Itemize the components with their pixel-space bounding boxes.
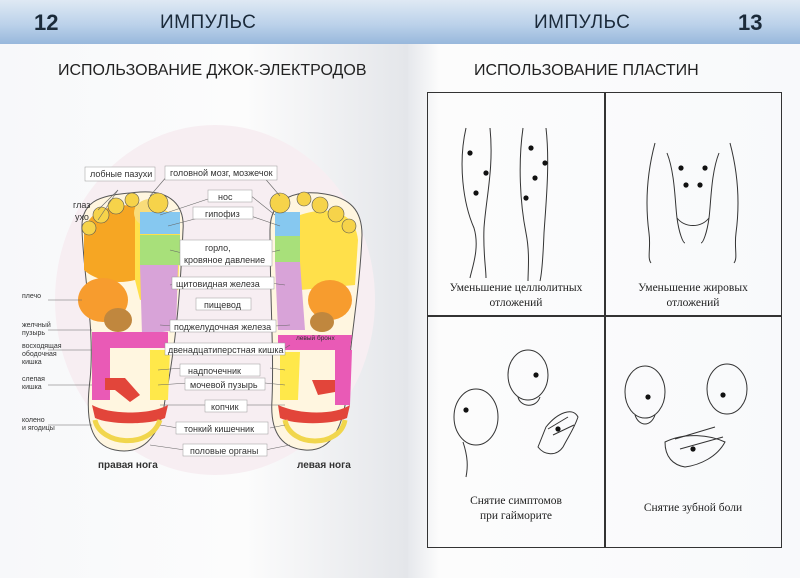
label-gallbladder-1: желчный: [22, 321, 51, 329]
sinus-illustration: [453, 349, 579, 478]
panel-fat: Уменьшение жировых отложений: [605, 93, 781, 315]
panel-toothache: Снятие зубной боли: [605, 317, 781, 547]
label-colon-3: кишка: [22, 359, 42, 366]
legs-illustration: [461, 127, 549, 282]
page-number: 13: [738, 10, 763, 35]
section-title: ИСПОЛЬЗОВАНИЕ ДЖОК-ЭЛЕКТРОДОВ: [58, 62, 367, 79]
label-shoulder: плечо: [22, 293, 41, 300]
panel-sinusitis: Снятие симптомов при гайморите: [428, 317, 604, 547]
label-duodenum: двенадцатиперстная кишка: [168, 345, 283, 355]
label-pancreas: поджелудочная железа: [174, 322, 271, 332]
label-cecum-2: кишка: [22, 384, 42, 391]
label-thyroid: щитовидная железа: [176, 279, 260, 289]
label-ear: ухо: [75, 212, 89, 222]
label-colon-2: ободочная: [22, 350, 57, 358]
label-knee-2: и ягодицы: [22, 425, 55, 432]
organ-labels: лобные пазухи головной мозг, мозжечок но…: [22, 165, 351, 471]
label-bladder: мочевой пузырь: [190, 380, 258, 390]
label-knee-1: колено: [22, 417, 45, 424]
page-number: 12: [34, 10, 59, 35]
torso-illustration: [646, 142, 739, 264]
caption-fat: Уменьшение жировых отложений: [638, 282, 748, 309]
right-foot-label: правая нога: [98, 460, 158, 471]
caption-cellulite: Уменьшение целлюлитных отложений: [449, 282, 583, 309]
plates-grid: Уменьшение целлюлитных отложений: [427, 92, 782, 548]
left-foot-label: левая нога: [297, 460, 351, 471]
page-right: ИМПУЛЬС 13 ИСПОЛЬЗОВАНИЕ ПЛАСТИН: [408, 0, 800, 578]
label-pituitary: гипофиз: [205, 209, 240, 219]
page-header-left: [0, 0, 408, 44]
brand-title: ИМПУЛЬС: [534, 12, 631, 33]
page-header-right: [408, 0, 800, 44]
label-cecum-1: слепая: [22, 376, 45, 383]
label-adrenal: надпочечник: [188, 366, 241, 376]
label-brain: головной мозг, мозжечок: [170, 168, 273, 178]
label-small-intestine: тонкий кишечник: [184, 424, 254, 434]
label-esophagus: пищевод: [204, 300, 242, 310]
brand-title: ИМПУЛЬС: [160, 12, 257, 33]
label-eye: глаз: [73, 200, 90, 210]
label-gallbladder-2: пузырь: [22, 330, 45, 337]
label-coccyx: копчик: [211, 402, 239, 412]
panel-cellulite: Уменьшение целлюлитных отложений: [428, 93, 604, 315]
page-left: 12 ИМПУЛЬС ИСПОЛЬЗОВАНИЕ ДЖОК-ЭЛЕКТРОДОВ: [0, 0, 408, 578]
section-title: ИСПОЛЬЗОВАНИЕ ПЛАСТИН: [474, 62, 699, 79]
caption-toothache: Снятие зубной боли: [643, 502, 743, 514]
grid-divider-horizontal: [428, 315, 781, 317]
label-blood-pressure: кровяное давление: [184, 255, 265, 265]
label-nose: нос: [218, 192, 233, 202]
label-frontal-sinuses: лобные пазухи: [90, 169, 152, 179]
label-throat: горло,: [205, 243, 231, 253]
label-genitals: половые органы: [190, 446, 258, 456]
right-foot: [78, 191, 184, 452]
grid-divider-vertical: [604, 93, 606, 547]
label-left-bronchus: левый бронх: [296, 334, 336, 342]
left-foot: [269, 191, 363, 451]
reflexology-diagram: лобные пазухи головной мозг, мозжечок но…: [22, 125, 375, 475]
label-colon-1: восходящая: [22, 343, 62, 350]
caption-sinusitis: Снятие симптомов при гайморите: [470, 495, 562, 522]
toothache-illustration: [624, 363, 748, 468]
